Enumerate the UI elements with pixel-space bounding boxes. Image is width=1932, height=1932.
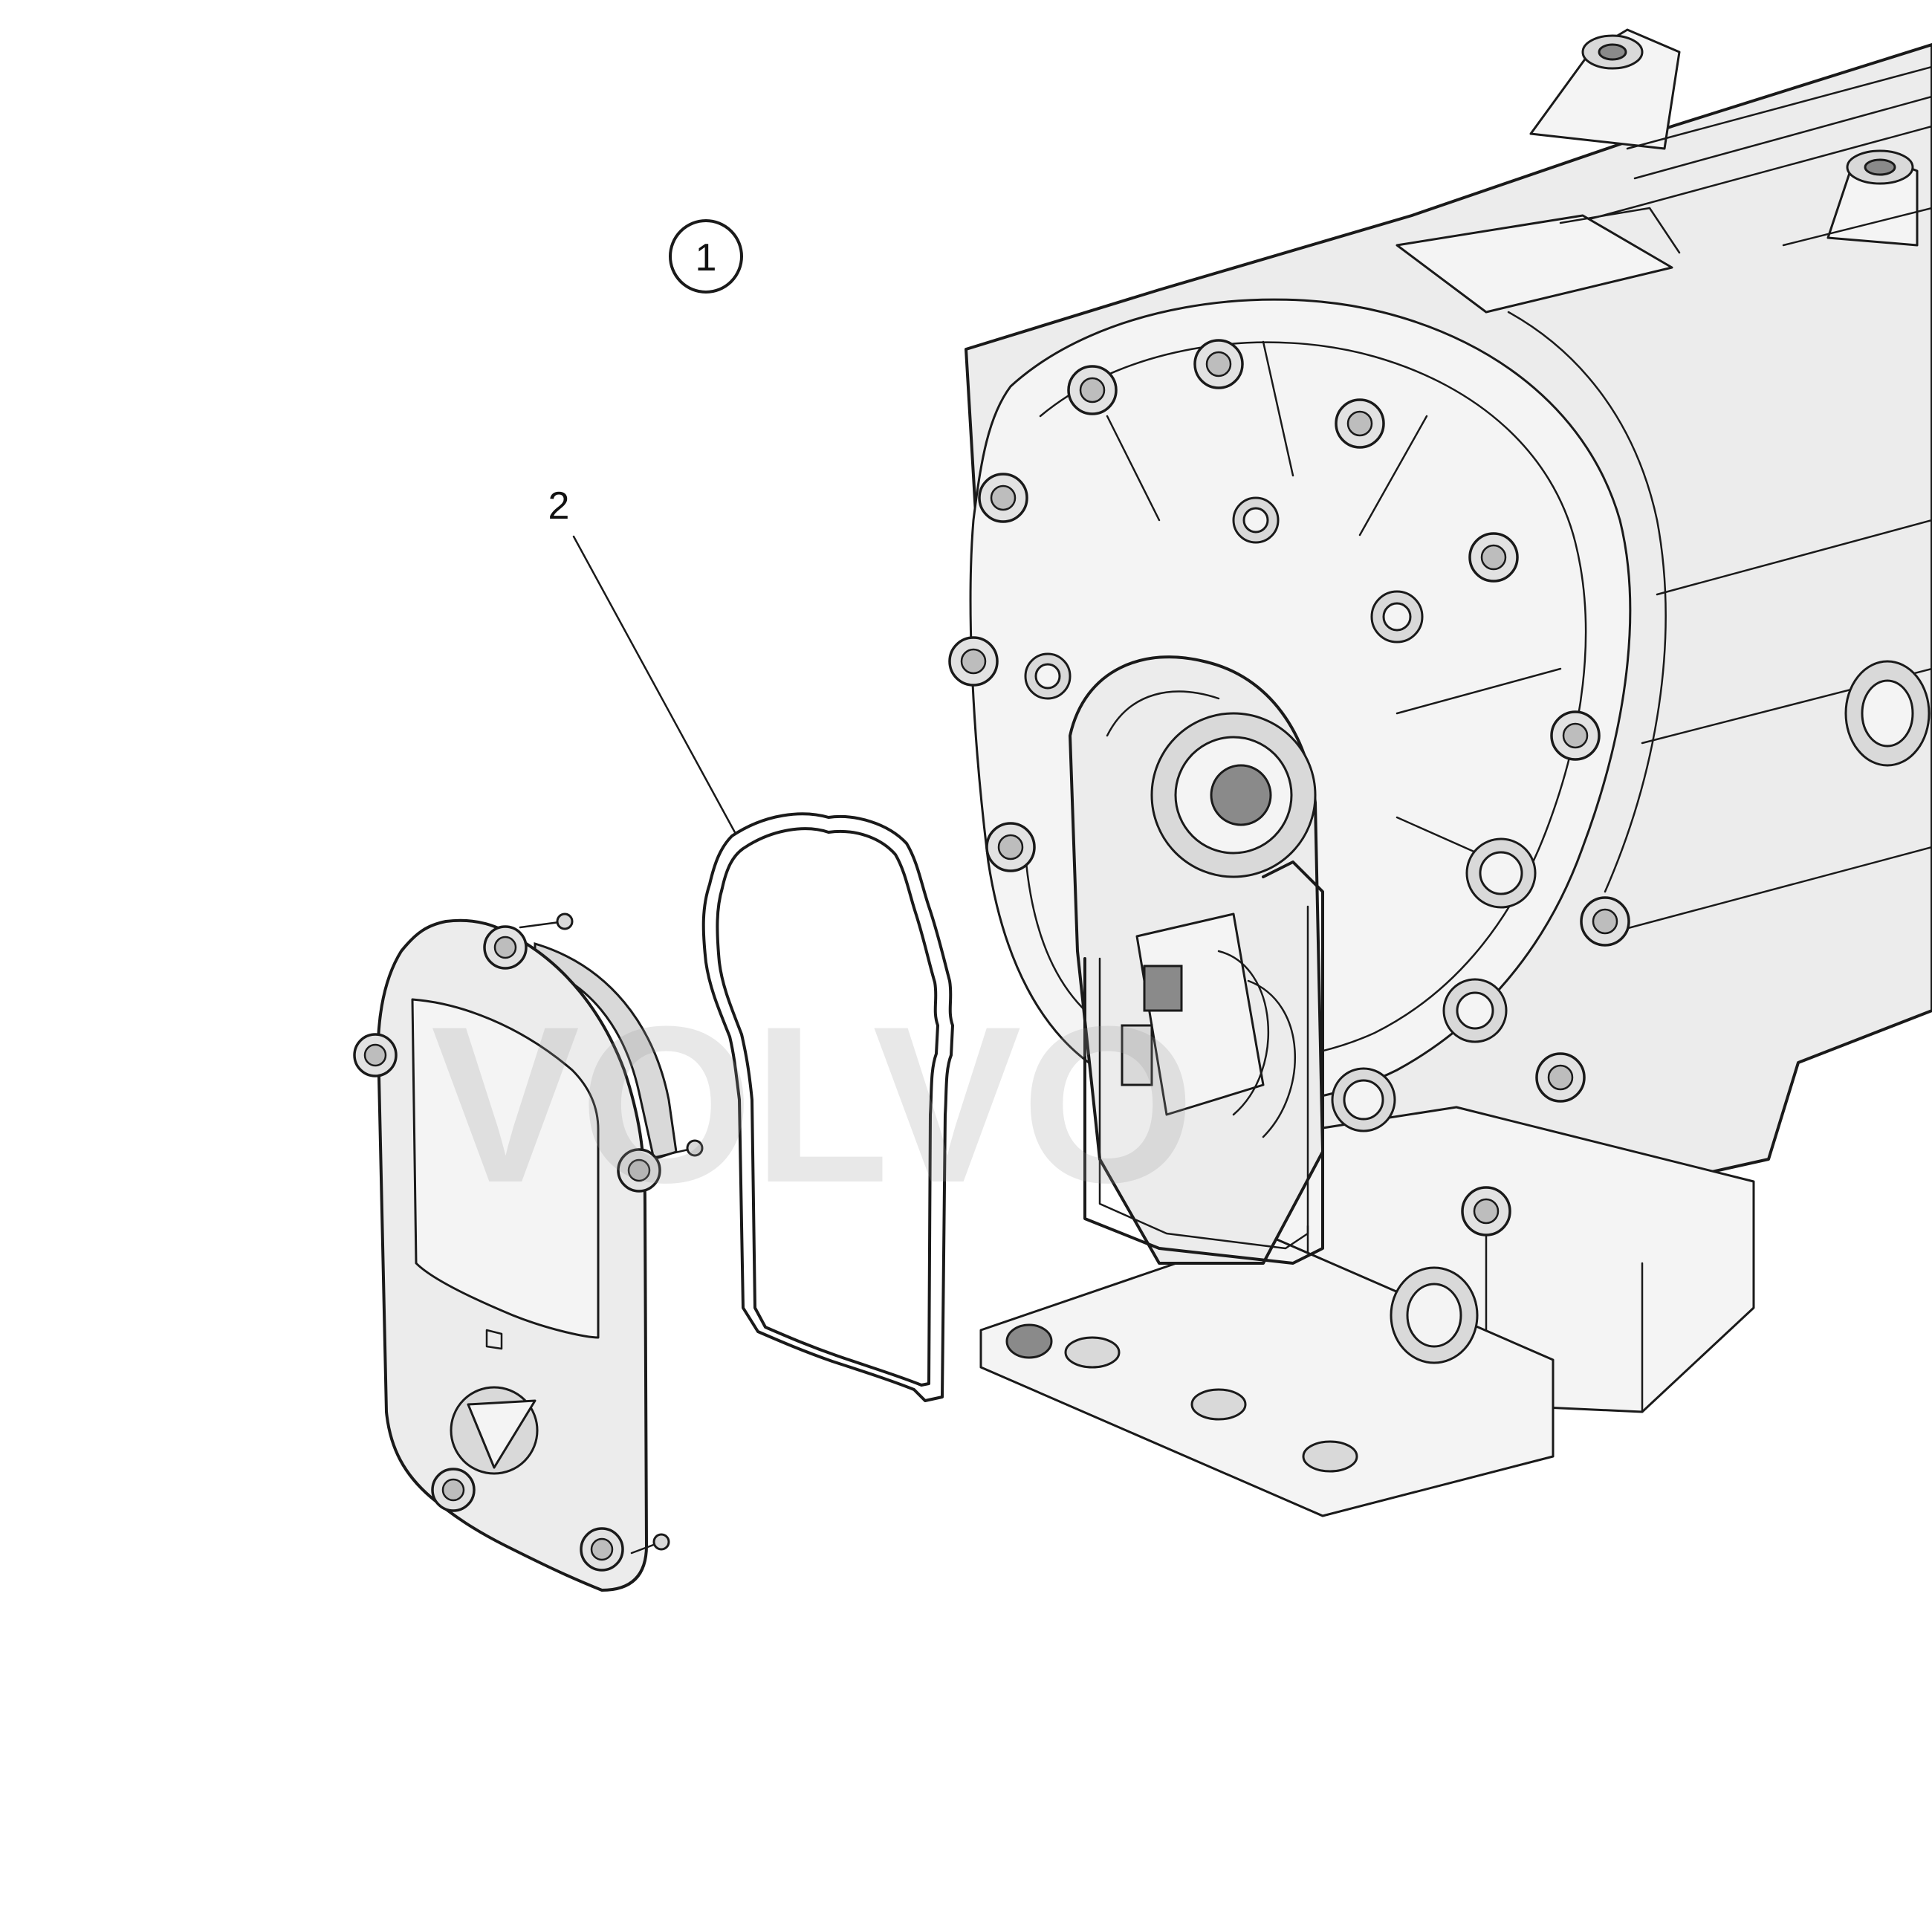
transmission-housing <box>965 28 1932 1517</box>
gasket <box>701 812 954 1402</box>
watermark-text: VOLVO <box>431 979 1195 1229</box>
housing-flange-bolts <box>948 339 1630 1236</box>
rear-cover-plate <box>376 912 704 1592</box>
callout-1-circle <box>669 219 743 294</box>
callout-1: 1 <box>669 219 743 294</box>
callout-2: 2 <box>548 484 737 835</box>
watermark: VOLVO <box>431 979 1195 1229</box>
callout-1-label: 1 <box>696 236 717 279</box>
callout-2-leader-line <box>572 535 737 835</box>
callout-2-label: 2 <box>548 484 570 528</box>
cover-bolts <box>353 925 661 1572</box>
